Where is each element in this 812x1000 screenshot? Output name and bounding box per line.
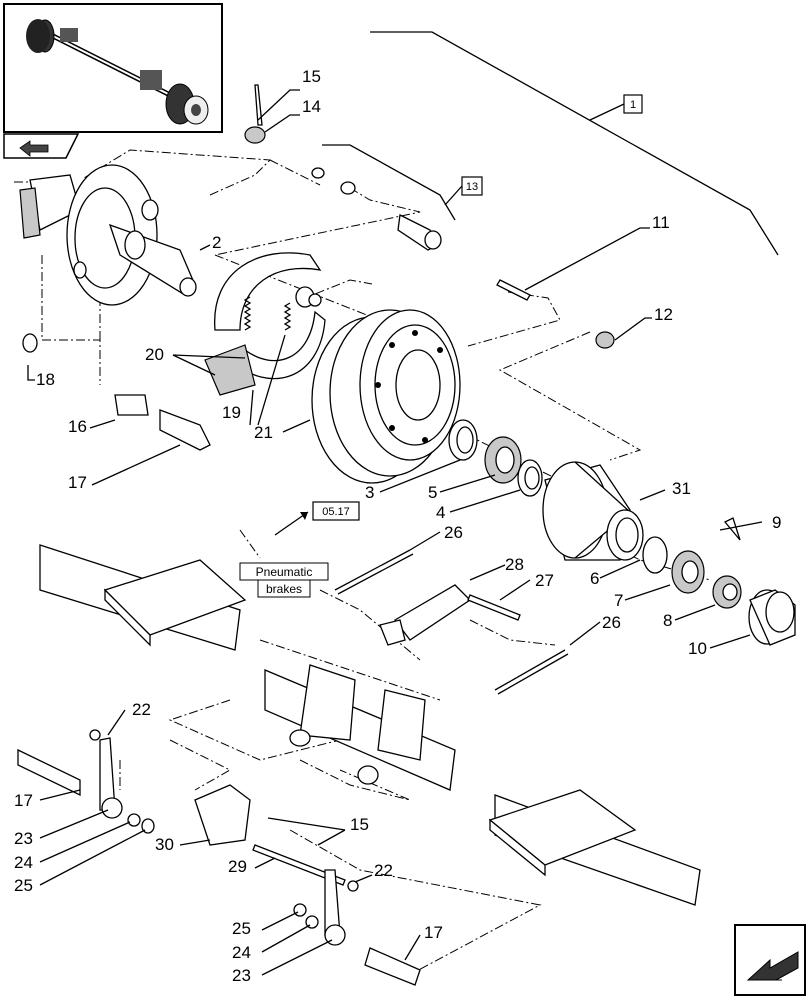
navigation-arrow-icon[interactable]: [3, 133, 80, 159]
callout-1: 1: [630, 99, 636, 111]
callout-11[interactable]: 11: [652, 213, 670, 232]
callout-9[interactable]: 9: [772, 513, 781, 532]
reference-arrow-icon: [274, 511, 309, 536]
small-hardware: [22, 84, 615, 451]
corner-arrow-icon[interactable]: [734, 924, 806, 996]
seals-bearings: [448, 419, 543, 497]
callout-18[interactable]: 18: [36, 370, 55, 389]
callout-14[interactable]: 14: [302, 97, 321, 116]
callout-23-bottom[interactable]: 23: [232, 966, 251, 985]
callout-15-bottom[interactable]: 15: [350, 815, 369, 834]
callout-7[interactable]: 7: [614, 591, 623, 610]
callout-20[interactable]: 20: [145, 345, 164, 364]
callout-17-bottom[interactable]: 17: [424, 923, 443, 942]
leader-13-tick: [444, 185, 463, 206]
callout-17-left[interactable]: 17: [68, 473, 87, 492]
callout-29[interactable]: 29: [228, 857, 247, 876]
note-line-2: brakes: [266, 582, 302, 596]
wheel-hub: [542, 461, 644, 561]
axle-frame-lower: [488, 789, 701, 906]
callout-leaders: [27, 89, 763, 976]
callout-13: 13: [466, 181, 478, 193]
callout-box-13[interactable]: 13: [461, 176, 483, 196]
callout-23-top[interactable]: 23: [14, 829, 33, 848]
callout-15-top[interactable]: 15: [302, 67, 321, 86]
callout-12[interactable]: 12: [654, 305, 673, 324]
callout-16[interactable]: 16: [68, 417, 87, 436]
note-line-1: Pneumatic: [256, 565, 313, 579]
outer-bearing-parts: [642, 517, 796, 646]
callout-box-1[interactable]: 1: [623, 94, 643, 114]
leader-line-1: [370, 31, 779, 256]
brake-levers: [17, 729, 421, 986]
callout-25-top[interactable]: 25: [14, 876, 33, 895]
callout-10[interactable]: 10: [688, 639, 707, 658]
brake-cylinder: [379, 584, 521, 646]
callout-27[interactable]: 27: [535, 571, 554, 590]
axle-frame-upper: [39, 544, 247, 651]
brake-anchor-plate: [19, 164, 197, 306]
callout-6[interactable]: 6: [590, 569, 599, 588]
callout-25-bottom[interactable]: 25: [232, 919, 251, 938]
brake-drum: [311, 309, 461, 484]
leader-1-tick: [589, 103, 625, 121]
callout-19[interactable]: 19: [222, 403, 241, 422]
callout-8[interactable]: 8: [663, 611, 672, 630]
callout-labels: 15 14 2 11 12 20 18 19 21 16 17 3 5 4 31…: [14, 67, 781, 985]
callout-21[interactable]: 21: [254, 423, 273, 442]
callout-31[interactable]: 31: [672, 479, 691, 498]
callout-30[interactable]: 30: [155, 835, 174, 854]
leader-line-13: [322, 144, 456, 221]
callout-22-bottom[interactable]: 22: [374, 861, 393, 880]
pneumatic-brakes-note: Pneumatic brakes: [239, 562, 329, 598]
callout-5[interactable]: 5: [428, 483, 437, 502]
cross-beam: [264, 664, 456, 791]
callout-3[interactable]: 3: [365, 483, 374, 502]
callout-26-top[interactable]: 26: [444, 523, 463, 542]
callout-26-bottom[interactable]: 26: [602, 613, 621, 632]
thumbnail-axle-icon: [26, 19, 209, 125]
return-springs: [334, 549, 569, 695]
reference-box-05-17[interactable]: 05.17: [312, 501, 360, 521]
brake-shoes: [204, 252, 326, 396]
thumbnail-frame: [3, 3, 223, 133]
callout-28[interactable]: 28: [505, 555, 524, 574]
callout-4[interactable]: 4: [436, 503, 445, 522]
callout-22-top[interactable]: 22: [132, 700, 151, 719]
callout-2[interactable]: 2: [212, 233, 221, 252]
reference-label: 05.17: [322, 506, 350, 518]
callout-24-top[interactable]: 24: [14, 853, 33, 872]
callout-24-bottom[interactable]: 24: [232, 943, 251, 962]
callout-17-mid[interactable]: 17: [14, 791, 33, 810]
